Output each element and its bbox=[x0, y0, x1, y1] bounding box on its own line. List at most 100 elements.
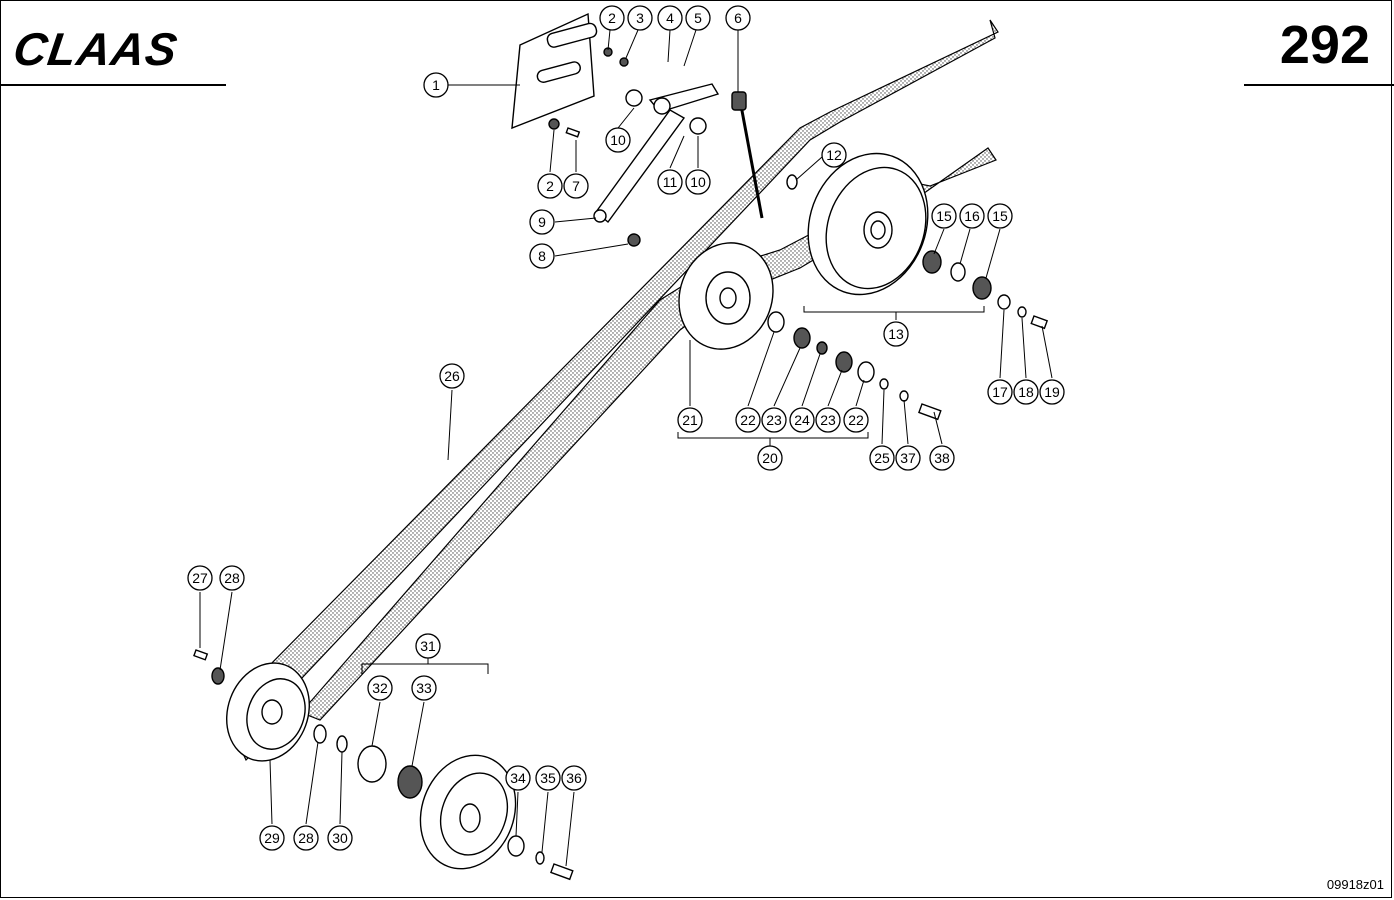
callout-22: 22 bbox=[843, 407, 869, 433]
callout-22: 22 bbox=[735, 407, 761, 433]
svg-text:2: 2 bbox=[546, 178, 554, 194]
svg-text:22: 22 bbox=[740, 412, 756, 428]
page-number: 292 bbox=[1279, 15, 1370, 75]
callout-23: 23 bbox=[815, 407, 841, 433]
svg-text:12: 12 bbox=[826, 147, 842, 163]
svg-text:22: 22 bbox=[848, 412, 864, 428]
svg-text:29: 29 bbox=[264, 830, 280, 846]
callout-15: 15 bbox=[931, 203, 957, 229]
callout-27: 27 bbox=[187, 565, 213, 591]
svg-text:24: 24 bbox=[794, 412, 810, 428]
callout-31: 31 bbox=[415, 633, 441, 659]
tensioner-lever bbox=[548, 47, 720, 247]
svg-text:6: 6 bbox=[734, 10, 742, 26]
svg-text:32: 32 bbox=[372, 680, 388, 696]
svg-text:25: 25 bbox=[874, 450, 890, 466]
svg-text:9: 9 bbox=[538, 214, 546, 230]
svg-text:21: 21 bbox=[682, 412, 698, 428]
callout-10: 10 bbox=[605, 127, 631, 153]
callout-11: 11 bbox=[657, 169, 683, 195]
svg-text:30: 30 bbox=[332, 830, 348, 846]
svg-text:1: 1 bbox=[432, 77, 440, 93]
header-rule-right bbox=[1244, 84, 1394, 86]
svg-text:27: 27 bbox=[192, 570, 208, 586]
callout-38: 38 bbox=[929, 445, 955, 471]
svg-text:8: 8 bbox=[538, 248, 546, 264]
upper-bearing-set bbox=[922, 250, 1049, 330]
callout-6: 6 bbox=[725, 5, 751, 31]
callout-4: 4 bbox=[657, 5, 683, 31]
callout-2: 2 bbox=[537, 173, 563, 199]
callout-23: 23 bbox=[761, 407, 787, 433]
svg-text:33: 33 bbox=[416, 680, 432, 696]
svg-text:7: 7 bbox=[572, 178, 580, 194]
callout-37: 37 bbox=[895, 445, 921, 471]
svg-text:28: 28 bbox=[224, 570, 240, 586]
mounting-plate bbox=[511, 12, 598, 130]
svg-text:13: 13 bbox=[888, 326, 904, 342]
callout-7: 7 bbox=[563, 173, 589, 199]
callout-26: 26 bbox=[439, 363, 465, 389]
lower-drive-pulley bbox=[193, 649, 423, 799]
callout-34: 34 bbox=[505, 765, 531, 791]
svg-text:35: 35 bbox=[540, 770, 556, 786]
callout-13: 13 bbox=[883, 321, 909, 347]
callout-18: 18 bbox=[1013, 379, 1039, 405]
header-rule-left bbox=[0, 84, 226, 86]
callout-32: 32 bbox=[367, 675, 393, 701]
callout-25: 25 bbox=[869, 445, 895, 471]
callout-24: 24 bbox=[789, 407, 815, 433]
svg-text:5: 5 bbox=[694, 10, 702, 26]
callout-2: 2 bbox=[599, 5, 625, 31]
callout-9: 9 bbox=[529, 209, 555, 235]
callout-20: 20 bbox=[757, 445, 783, 471]
leader-lines bbox=[199, 29, 1053, 867]
callout-8: 8 bbox=[529, 243, 555, 269]
drawing-reference-code: 09918z01 bbox=[1326, 877, 1384, 892]
svg-text:26: 26 bbox=[444, 368, 460, 384]
svg-text:4: 4 bbox=[666, 10, 674, 26]
svg-text:37: 37 bbox=[900, 450, 916, 466]
callout-16: 16 bbox=[959, 203, 985, 229]
callout-17: 17 bbox=[987, 379, 1013, 405]
adjuster-rod bbox=[731, 91, 764, 219]
callout-5: 5 bbox=[685, 5, 711, 31]
callout-28: 28 bbox=[293, 825, 319, 851]
svg-text:2: 2 bbox=[608, 10, 616, 26]
callout-33: 33 bbox=[411, 675, 437, 701]
svg-text:16: 16 bbox=[964, 208, 980, 224]
svg-text:10: 10 bbox=[690, 174, 706, 190]
svg-text:38: 38 bbox=[934, 450, 950, 466]
callout-28: 28 bbox=[219, 565, 245, 591]
svg-text:36: 36 bbox=[566, 770, 582, 786]
svg-text:20: 20 bbox=[762, 450, 778, 466]
idler-pulley bbox=[678, 242, 942, 421]
svg-text:23: 23 bbox=[820, 412, 836, 428]
svg-text:3: 3 bbox=[636, 10, 644, 26]
svg-text:11: 11 bbox=[663, 174, 678, 190]
svg-text:28: 28 bbox=[298, 830, 314, 846]
svg-text:10: 10 bbox=[610, 132, 626, 148]
svg-text:31: 31 bbox=[420, 638, 436, 654]
callout-30: 30 bbox=[327, 825, 353, 851]
callout-35: 35 bbox=[535, 765, 561, 791]
callout-12: 12 bbox=[821, 142, 847, 168]
svg-text:18: 18 bbox=[1018, 384, 1034, 400]
callout-21: 21 bbox=[677, 407, 703, 433]
svg-text:15: 15 bbox=[992, 208, 1008, 224]
callout-15: 15 bbox=[987, 203, 1013, 229]
svg-text:15: 15 bbox=[936, 208, 952, 224]
callout-10: 10 bbox=[685, 169, 711, 195]
svg-text:19: 19 bbox=[1044, 384, 1060, 400]
callout-19: 19 bbox=[1039, 379, 1065, 405]
belt-long bbox=[231, 19, 999, 762]
callout-1: 1 bbox=[423, 72, 449, 98]
lower-pulley bbox=[419, 754, 574, 881]
upper-pulley bbox=[786, 152, 929, 296]
callout-36: 36 bbox=[561, 765, 587, 791]
svg-text:34: 34 bbox=[510, 770, 526, 786]
svg-text:17: 17 bbox=[992, 384, 1008, 400]
svg-text:23: 23 bbox=[766, 412, 782, 428]
